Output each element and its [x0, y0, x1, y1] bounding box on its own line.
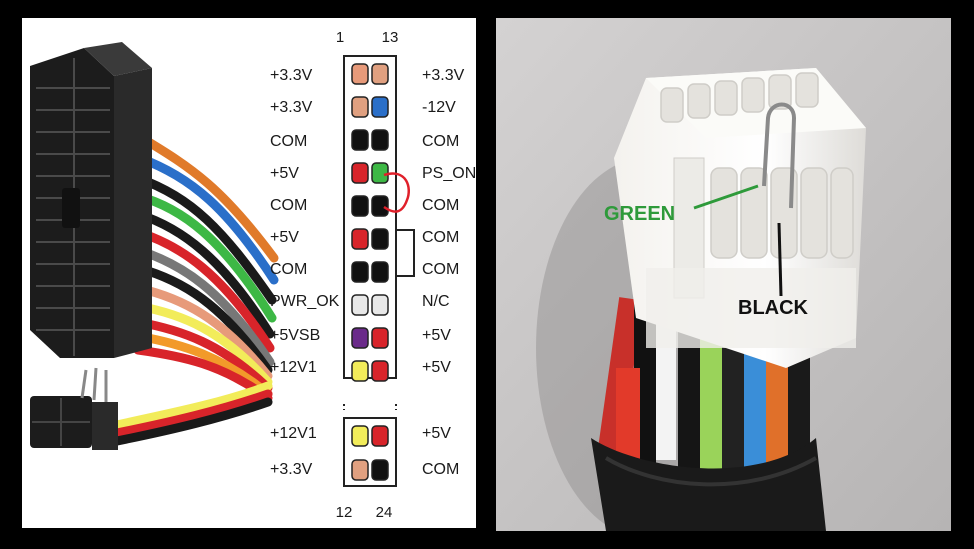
- right-pin-label: COM: [422, 229, 459, 246]
- left-pin-1: [351, 63, 369, 85]
- left-pin-label: +5V: [270, 165, 299, 182]
- pin-grid: [343, 55, 415, 487]
- right-pin-label: COM: [422, 261, 459, 278]
- right-pin-label: -12V: [422, 99, 456, 116]
- left-pin-7: [351, 261, 369, 283]
- left-pin-label: +3.3V: [270, 67, 313, 84]
- right-pin-label: +5V: [422, 327, 451, 344]
- right-pin-label: COM: [422, 133, 459, 150]
- atx-plug-photo: [614, 68, 866, 368]
- left-pin-label: +5V: [270, 229, 299, 246]
- left-pin-10: [351, 360, 369, 382]
- right-pin-8: [371, 294, 389, 316]
- left-pin-2: [351, 96, 369, 118]
- left-pin-4: [351, 162, 369, 184]
- right-pin-12: [371, 459, 389, 481]
- pinout-diagram: 1 13 12 24 +3.3V +3.3V COM +5V COM +5V COM PWR_…: [30, 29, 476, 521]
- right-pin-5: [371, 195, 389, 217]
- right-pin-label: PS_ON: [422, 165, 476, 182]
- right-pin-3: [371, 129, 389, 151]
- left-pin-label: COM: [270, 197, 307, 214]
- pin-cells: [351, 63, 389, 481]
- jumper-wire: [383, 172, 410, 213]
- right-pin-2: [371, 96, 389, 118]
- right-pin-11: [371, 425, 389, 447]
- left-pin-labels: +3.3V +3.3V COM +5V COM +5V COM PWR_OK +5VSB +12V…: [270, 67, 340, 478]
- left-pin-3: [351, 129, 369, 151]
- right-pin-6: [371, 228, 389, 250]
- green-wire-label: GREEN: [604, 203, 675, 225]
- right-pin-label: +5V: [422, 425, 451, 442]
- right-pin-label: +3.3V: [422, 67, 465, 84]
- right-pin-10: [371, 360, 389, 382]
- left-pin-label: COM: [270, 261, 307, 278]
- right-pin-label: COM: [422, 197, 459, 214]
- left-pin-label: +3.3V: [270, 461, 313, 478]
- right-pin-label: COM: [422, 461, 459, 478]
- right-pin-1: [371, 63, 389, 85]
- connector-photo: GREEN BLACK: [496, 18, 951, 531]
- connector-photo-panel: GREEN BLACK: [496, 18, 951, 531]
- pin-number-1: 1: [336, 29, 344, 46]
- left-pin-6: [351, 228, 369, 250]
- left-pin-label: +3.3V: [270, 99, 313, 116]
- left-pin-12: [351, 459, 369, 481]
- left-pin-8: [351, 294, 369, 316]
- left-pin-label: +5VSB: [270, 327, 320, 344]
- left-pin-label: PWR_OK: [270, 293, 340, 310]
- left-pin-label: +12V1: [270, 425, 317, 442]
- left-pin-9: [351, 327, 369, 349]
- left-pin-label: +12V1: [270, 359, 317, 376]
- left-pin-5: [351, 195, 369, 217]
- right-pin-7: [371, 261, 389, 283]
- pin-number-13: 13: [382, 29, 399, 46]
- pin-number-24: 24: [376, 504, 393, 521]
- right-pin-labels: +3.3V -12V COM PS_ON COM COM COM N/C +5V +5V +5V CO…: [422, 67, 476, 478]
- right-pin-label: +5V: [422, 359, 451, 376]
- pin-number-12: 12: [336, 504, 353, 521]
- green-callout-line: [693, 184, 759, 210]
- right-pin-4: [371, 162, 389, 184]
- atx-connector-illustration: [30, 42, 279, 450]
- black-callout-line: [777, 222, 783, 297]
- right-pin-label: N/C: [422, 293, 450, 310]
- right-pin-9: [371, 327, 389, 349]
- left-pin-11: [351, 425, 369, 447]
- left-pin-label: COM: [270, 133, 307, 150]
- black-wire-label: BLACK: [738, 297, 809, 319]
- paperclip-jumper: [762, 102, 797, 209]
- pinout-diagram-panel: 1 13 12 24 +3.3V +3.3V COM +5V COM +5V COM PWR_…: [22, 18, 476, 528]
